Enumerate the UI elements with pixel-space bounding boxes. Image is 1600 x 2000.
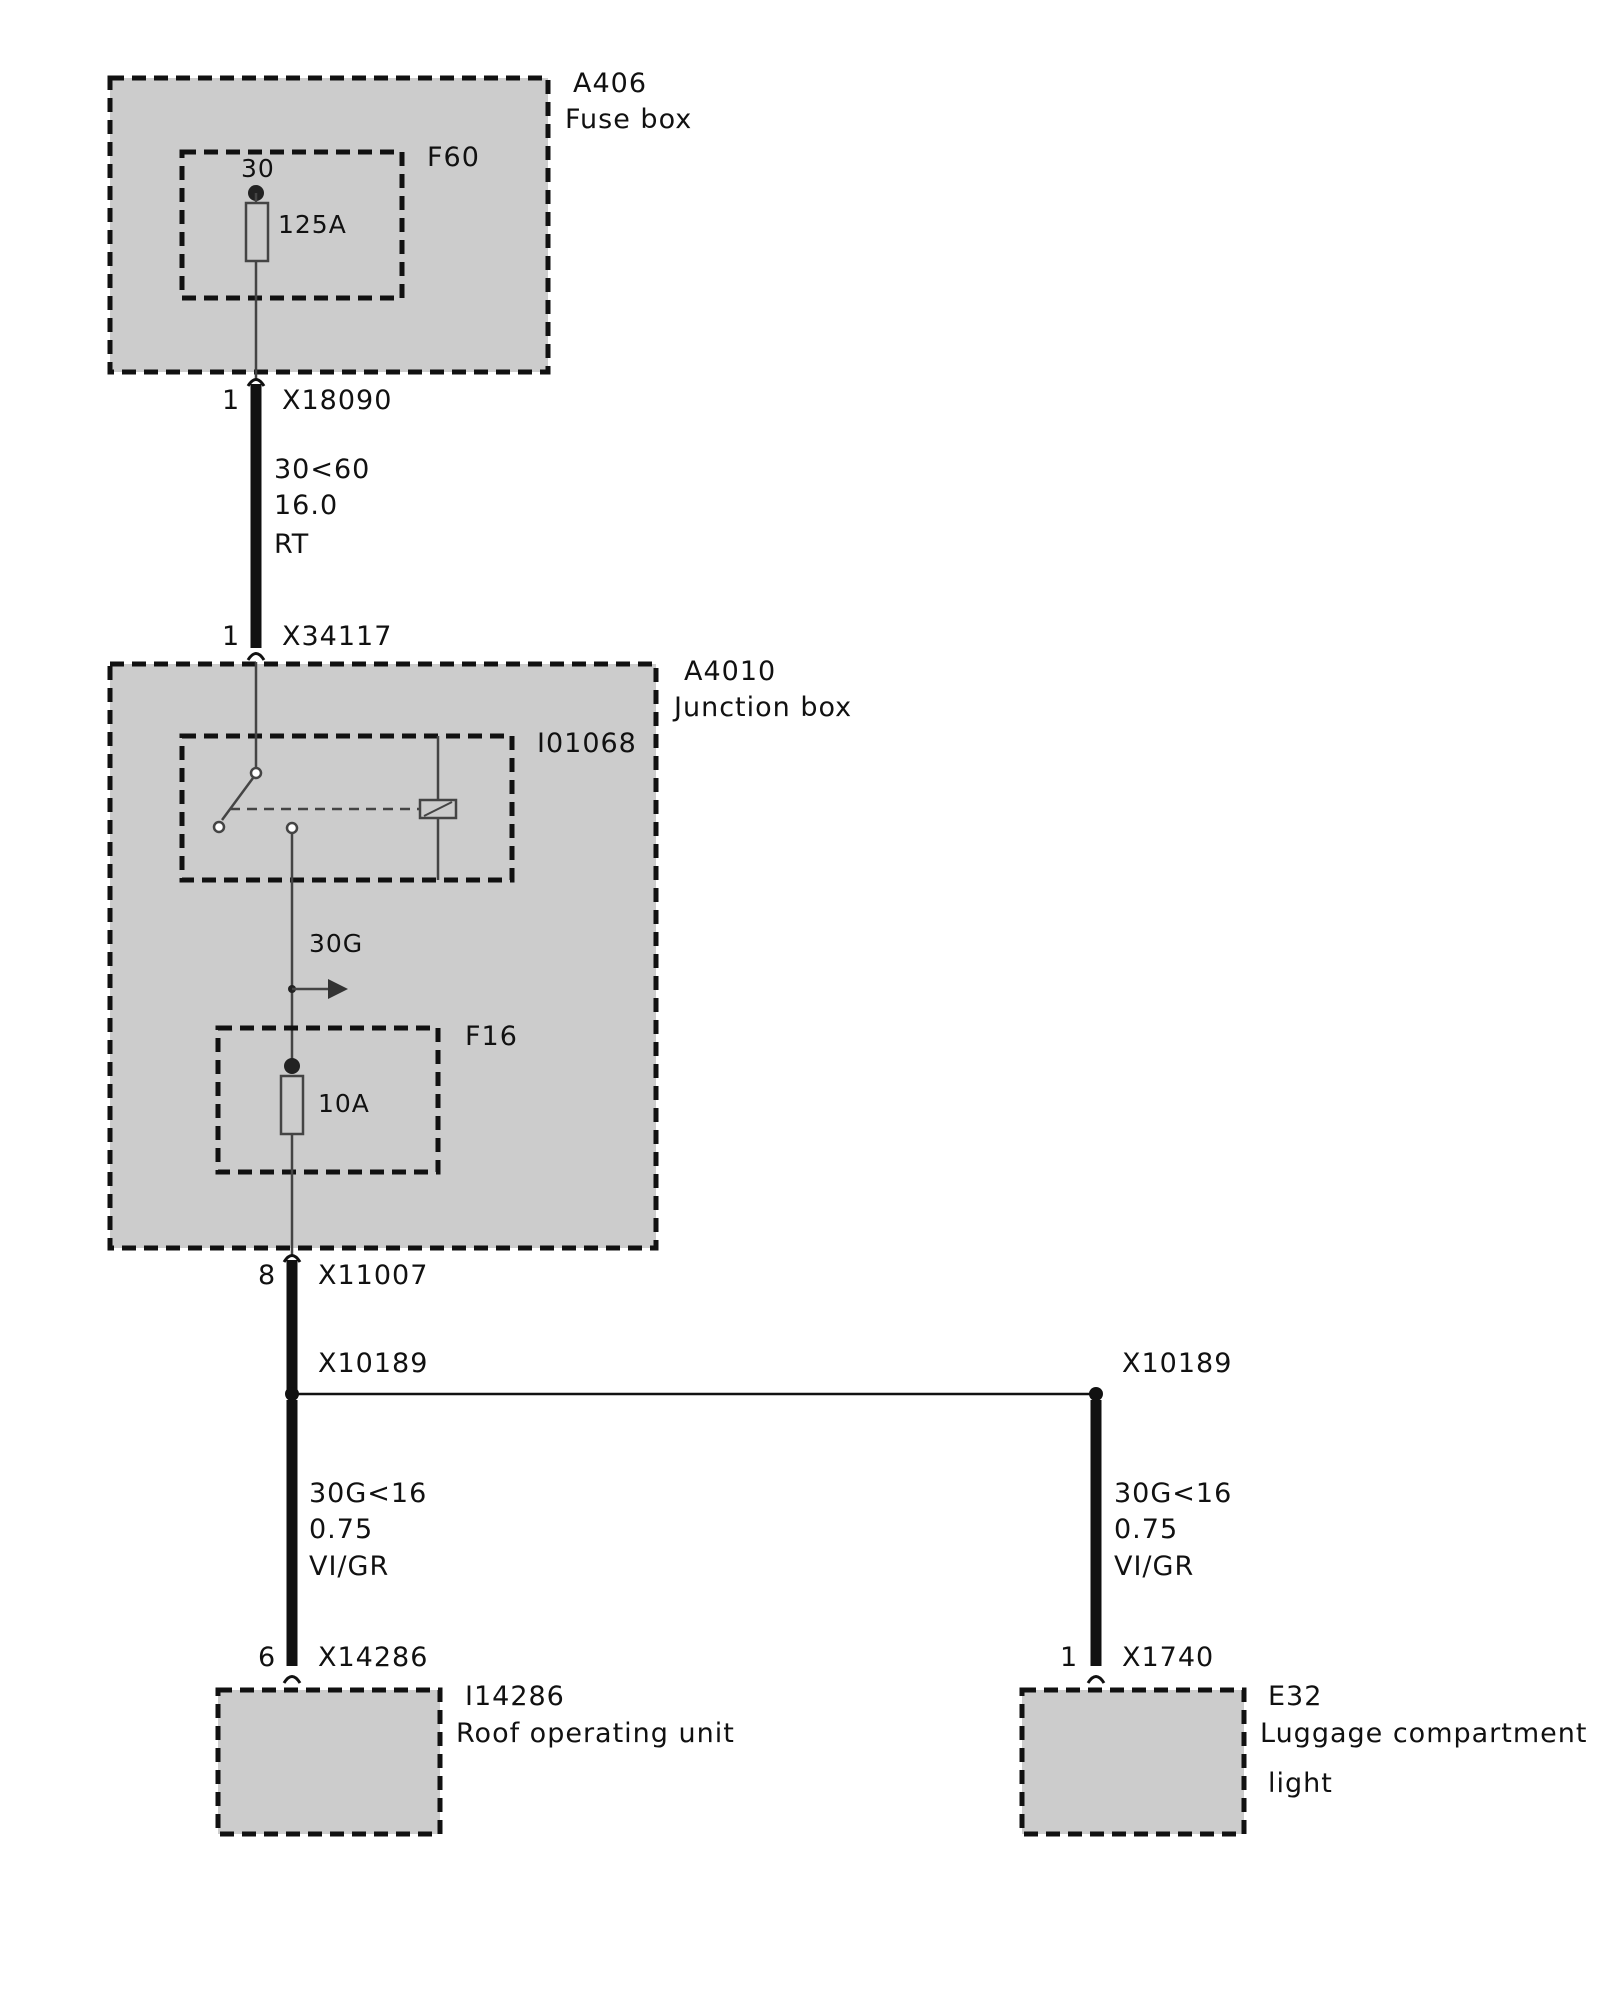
connector-x14286-icon	[282, 1675, 302, 1684]
wire-left-color: VI/GR	[309, 1551, 389, 1582]
splice-left-dot	[285, 1387, 299, 1401]
relay-contact-no	[285, 821, 299, 835]
conn-x14286-pin: 6	[258, 1642, 276, 1673]
connector-x34117-icon	[246, 652, 266, 661]
connector-x18090-icon	[246, 378, 266, 387]
conn-x1740-pin: 1	[1060, 1642, 1078, 1673]
wire-right-color: VI/GR	[1114, 1551, 1194, 1582]
fuse-f16-rating: 10A	[318, 1089, 370, 1118]
luggage-light-name-1: Luggage compartment	[1260, 1718, 1587, 1749]
fuse-f60-box	[179, 149, 405, 301]
wire-right-gauge: 0.75	[1114, 1514, 1178, 1545]
luggage-light-box	[1019, 1687, 1247, 1837]
relay-i01068-box	[179, 733, 515, 883]
signal-30g-label: 30G	[309, 929, 363, 958]
conn-x34117-pin: 1	[222, 621, 240, 652]
connector-x11007-icon	[282, 1254, 302, 1263]
conn-x18090-pin: 1	[222, 385, 240, 416]
junction-box-a4010	[107, 661, 659, 1251]
luggage-light-id: E32	[1268, 1681, 1322, 1712]
junction-box-name: Junction box	[672, 692, 852, 723]
fuse-f16-id: F16	[465, 1021, 518, 1052]
luggage-light-name-2: light	[1268, 1768, 1333, 1799]
relay-contact-common	[249, 766, 263, 780]
wire-right-circuit: 30G<16	[1114, 1478, 1232, 1509]
wire-main-color: RT	[274, 529, 309, 560]
conn-x11007-id: X11007	[318, 1260, 428, 1291]
relay-id: I01068	[537, 728, 637, 759]
conn-x11007-pin: 8	[258, 1260, 276, 1291]
conn-x14286-id: X14286	[318, 1642, 428, 1673]
roof-unit-id: I14286	[465, 1681, 565, 1712]
fuse-f60-id: F60	[427, 142, 480, 173]
fuse-f60-pin: 30	[241, 154, 275, 183]
fuse-box-name: Fuse box	[565, 104, 692, 135]
relay-switch-arm	[220, 777, 255, 821]
roof-unit-name: Roof operating unit	[456, 1718, 735, 1749]
wire-left-circuit: 30G<16	[309, 1478, 427, 1509]
wire-left-gauge: 0.75	[309, 1514, 373, 1545]
conn-x1740-id: X1740	[1122, 1642, 1214, 1673]
fuse-box-a406	[107, 75, 551, 375]
fuse-f16-box	[215, 1025, 441, 1175]
relay-contact-nc	[212, 820, 226, 834]
conn-x18090-id: X18090	[282, 385, 392, 416]
junction-box-id: A4010	[684, 656, 776, 687]
splice-left-id: X10189	[318, 1348, 428, 1379]
arrow-right-icon	[328, 979, 348, 999]
conn-x34117-id: X34117	[282, 621, 392, 652]
splice-right-id: X10189	[1122, 1348, 1232, 1379]
wire-main-gauge: 16.0	[274, 490, 338, 521]
fuse-box-id: A406	[573, 68, 647, 99]
fuse-f60-rating: 125A	[278, 210, 347, 239]
roof-operating-unit-box	[215, 1687, 443, 1837]
fuse-f16-terminal	[284, 1058, 300, 1074]
splice-right-dot	[1089, 1387, 1103, 1401]
wire-main-circuit: 30<60	[274, 454, 370, 485]
connector-x1740-icon	[1086, 1675, 1106, 1684]
